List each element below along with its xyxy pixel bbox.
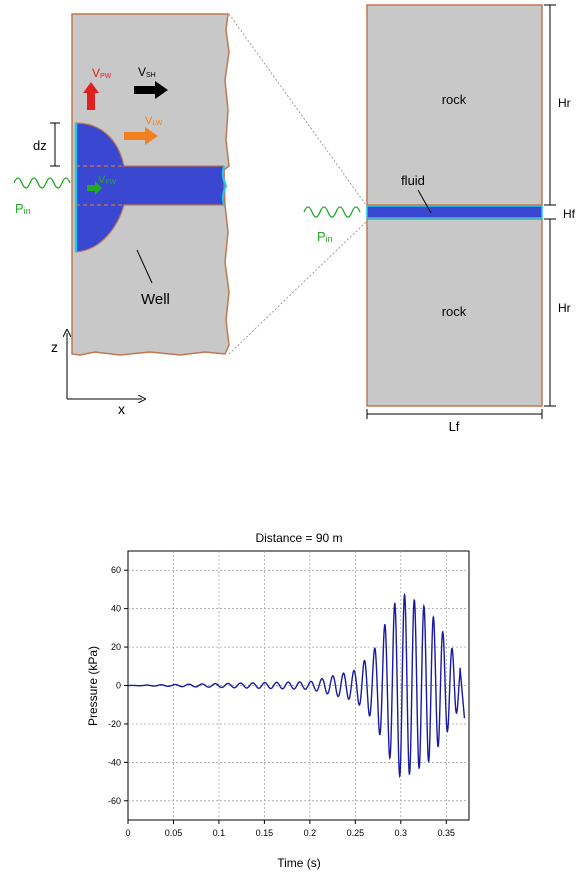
fracture-tip-edge (221, 165, 228, 206)
dimension-lines-right (544, 4, 556, 407)
axis-z-label: z (51, 339, 58, 355)
rock-top-block (366, 4, 543, 206)
fluid-label: fluid (401, 173, 425, 188)
v-pw-arrow (83, 82, 99, 110)
lf-label: Lf (449, 419, 460, 434)
hf-label: Hf (563, 207, 576, 221)
pressure-wave-right (303, 206, 361, 218)
zoom-line-bottom (228, 221, 367, 355)
chart-ticks: 0 0.05 0.1 0.15 0.2 0.25 0.3 0.35 60 40 20 0 -20 -40 -… (108, 565, 455, 838)
well-closeup: dz Pin VPW VSH VLW VFW Well z x (13, 13, 230, 417)
x-tick-label: 0.2 (304, 828, 317, 838)
x-tick-label: 0.35 (438, 828, 456, 838)
model-geometry: rock fluid rock Pin Hr Hf Hr Lf (303, 4, 576, 434)
pressure-series-line (128, 592, 466, 779)
x-tick-label: 0.3 (395, 828, 408, 838)
y-tick-label: -40 (108, 757, 121, 767)
p-in-right-label: Pin (317, 229, 333, 244)
chart-title: Distance = 90 m (255, 531, 342, 545)
chart-grid (128, 551, 469, 820)
rock-top-label: rock (442, 92, 467, 107)
coordinate-axes (67, 333, 142, 399)
zoom-line-top (228, 13, 367, 206)
hr-bottom-label: Hr (558, 301, 571, 315)
p-in-left-label: Pin (15, 201, 31, 216)
x-tick-label: 0.1 (213, 828, 226, 838)
dimension-line-lf (366, 409, 543, 419)
dz-bracket (50, 122, 60, 167)
y-tick-label: 40 (111, 604, 121, 614)
v-sh-arrow (134, 81, 168, 99)
chart-lines (128, 592, 466, 779)
pressure-wave-left (13, 177, 71, 189)
v-fw-arrow (87, 181, 102, 195)
rock-bottom-label: rock (442, 304, 467, 319)
well-pointer-line (136, 249, 153, 284)
y-axis-label: Pressure (kPa) (86, 646, 100, 726)
x-axis-label: Time (s) (277, 856, 321, 870)
fluid-layer (366, 205, 543, 219)
y-tick-label: -60 (108, 796, 121, 806)
x-tick-label: 0 (125, 828, 130, 838)
v-fw-label: VFW (98, 174, 117, 186)
y-tick-label: -20 (108, 719, 121, 729)
pressure-chart: Distance = 90 m 0 0.05 0.1 0.15 0.2 0.25 0.3 0.… (86, 531, 470, 870)
x-tick-label: 0.05 (165, 828, 183, 838)
y-tick-label: 0 (116, 681, 121, 691)
y-tick-label: 20 (111, 642, 121, 652)
x-tick-label: 0.25 (347, 828, 365, 838)
x-tick-label: 0.15 (256, 828, 274, 838)
v-lw-label: VLW (145, 115, 163, 127)
v-sh-label: VSH (138, 65, 156, 79)
v-lw-arrow (124, 127, 158, 145)
dz-label: dz (33, 138, 47, 153)
well-label: Well (141, 291, 170, 308)
hr-top-label: Hr (558, 96, 571, 110)
axis-x-label: x (118, 401, 125, 417)
y-tick-label: 60 (111, 565, 121, 575)
rock-bottom-block (366, 218, 543, 407)
fluid-pointer-line (417, 189, 432, 214)
v-pw-label: VPW (92, 66, 112, 80)
